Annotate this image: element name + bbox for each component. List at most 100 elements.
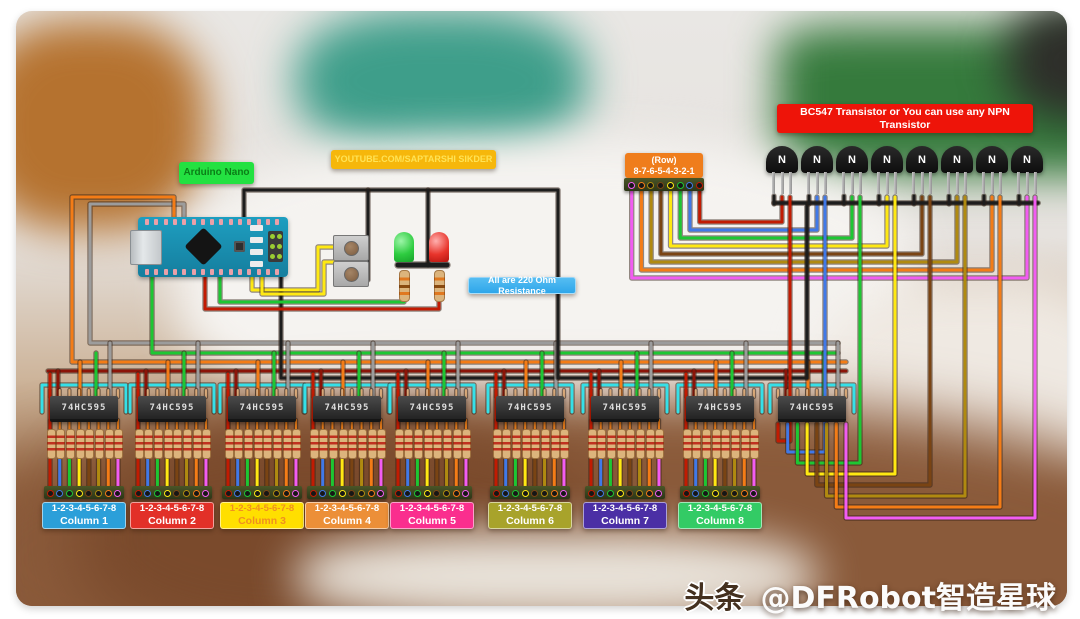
- youtube-banner: YOUTUBE.COM/SAPTARSHI SIKDER: [331, 150, 496, 169]
- resistor: [443, 429, 453, 459]
- terminal-hole: [657, 182, 665, 189]
- resistor: [144, 429, 154, 459]
- terminal-strip: [132, 486, 212, 499]
- pin-pad: [172, 269, 177, 275]
- transistor-body: N: [1011, 146, 1043, 173]
- pin-pad: [210, 219, 215, 225]
- resistance-note: All are 220 Ohm Resistance: [468, 275, 576, 296]
- terminal-hole: [695, 182, 703, 189]
- pin-pad: [210, 269, 215, 275]
- resistor: [711, 429, 721, 459]
- pin-pad: [275, 219, 280, 225]
- resistor: [358, 429, 368, 459]
- terminal-hole: [243, 490, 251, 497]
- column-pins: 1-2-3-4-5-6-7-8: [592, 503, 658, 514]
- terminal-hole: [676, 182, 684, 189]
- resistor: [462, 429, 472, 459]
- terminal-hole: [686, 182, 694, 189]
- pin-pad: [256, 269, 261, 275]
- terminal-hole: [85, 490, 93, 497]
- resistor: [452, 429, 462, 459]
- resistor: [606, 429, 616, 459]
- terminal-hole: [163, 490, 171, 497]
- transistor-body: N: [801, 146, 833, 173]
- pin-pad: [200, 219, 205, 225]
- terminal-hole: [666, 182, 674, 189]
- terminal-strip: [44, 486, 124, 499]
- resistor: [682, 429, 692, 459]
- red-led: [429, 232, 449, 262]
- terminal-hole: [114, 490, 122, 497]
- column-pins: 1-2-3-4-5-6-7-8: [139, 503, 205, 514]
- resistor: [75, 429, 85, 459]
- row-label: (Row) 8-7-6-5-4-3-2-1: [625, 153, 703, 178]
- transistor-leg: [912, 172, 915, 194]
- column-pins: 1-2-3-4-5-6-7-8: [229, 503, 295, 514]
- resistor: [273, 429, 283, 459]
- column-name: Column 8: [696, 514, 744, 527]
- terminal-hole: [358, 490, 366, 497]
- terminal-hole: [750, 490, 758, 497]
- watermark-badge: 头条: [684, 581, 745, 616]
- terminal-hole: [731, 490, 739, 497]
- resistor: [243, 429, 253, 459]
- column-pins: 1-2-3-4-5-6-7-8: [687, 503, 753, 514]
- resistor: [655, 429, 665, 459]
- terminal-hole: [626, 490, 634, 497]
- terminal-hole: [587, 490, 595, 497]
- terminal-hole: [224, 490, 232, 497]
- terminal-hole: [234, 490, 242, 497]
- column-pins: 1-2-3-4-5-6-7-8: [497, 503, 563, 514]
- terminal-strip: [392, 486, 472, 499]
- watermark: 头条 @DFRobot智造星球: [684, 573, 1056, 617]
- green-led: [394, 232, 414, 262]
- transistor-1: N: [766, 146, 798, 194]
- terminal-hole: [273, 490, 281, 497]
- pin-pad: [172, 219, 177, 225]
- pin-pad: [200, 269, 205, 275]
- resistor: [134, 429, 144, 459]
- transistor-leg: [807, 172, 810, 194]
- pin-pad: [238, 269, 242, 275]
- terminal-hole: [492, 490, 500, 497]
- terminal-hole: [263, 490, 271, 497]
- terminal-hole: [394, 490, 402, 497]
- resistor: [531, 429, 541, 459]
- resistor: [348, 429, 358, 459]
- resistor: [46, 429, 56, 459]
- transistor-body: N: [941, 146, 973, 173]
- resistor: [511, 429, 521, 459]
- column-name: Column 5: [408, 514, 456, 527]
- pin-pad: [154, 219, 159, 225]
- terminal-hole: [367, 490, 375, 497]
- resistor: [292, 429, 302, 459]
- pin-pad: [265, 219, 270, 225]
- terminal-hole: [319, 490, 327, 497]
- resistor: [616, 429, 626, 459]
- terminal-hole: [144, 490, 152, 497]
- transistor-6: N: [941, 146, 973, 194]
- resistor: [282, 429, 292, 459]
- terminal-hole: [192, 490, 200, 497]
- terminal-hole: [134, 490, 142, 497]
- column-name: Column 3: [238, 514, 286, 527]
- transistor-leg: [877, 172, 880, 194]
- terminal-hole: [462, 490, 470, 497]
- terminal-hole: [183, 490, 191, 497]
- column-name: Column 7: [601, 514, 649, 527]
- resistor: [183, 429, 193, 459]
- terminal-hole: [692, 490, 700, 497]
- transistor-leg: [1025, 172, 1029, 194]
- chip-74hc595-column-7: 74HC595: [591, 396, 659, 422]
- resistance-note-text: All are 220 Ohm Resistance: [487, 275, 557, 296]
- usb-connector: [130, 230, 162, 265]
- resistor: [163, 429, 173, 459]
- watermark-handle: @DFRobot智造星球: [760, 581, 1056, 616]
- transistor-leg: [842, 172, 845, 194]
- terminal-hole: [56, 490, 64, 497]
- terminal-hole: [153, 490, 161, 497]
- resistor: [319, 429, 329, 459]
- arduino-nano-label: Arduino Nano: [179, 162, 254, 184]
